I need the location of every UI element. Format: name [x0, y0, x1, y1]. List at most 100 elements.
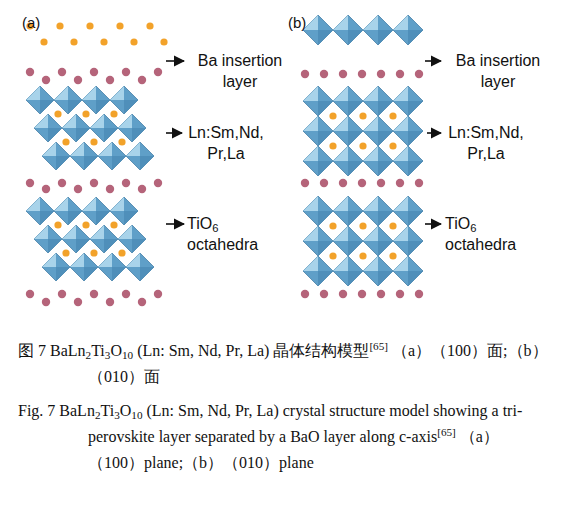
ln-atom	[359, 222, 366, 229]
layer-label: Ba insertion layer	[444, 50, 552, 92]
tio6-octahedron	[42, 142, 70, 170]
tio6-octahedron	[393, 15, 423, 45]
ba-atom	[154, 179, 162, 187]
tio6-octahedron	[393, 226, 423, 256]
ba-atom	[42, 76, 50, 84]
tio6-octahedron	[363, 86, 393, 116]
tio6-octahedron	[34, 114, 62, 142]
ba-atom	[301, 179, 309, 187]
ba-atom	[138, 298, 146, 306]
leader-arrow	[166, 132, 182, 134]
ba-atom	[415, 179, 423, 187]
tio6-octahedron	[98, 253, 126, 281]
ln-atom	[389, 142, 396, 149]
ln-atom	[56, 22, 63, 29]
ba-atom	[320, 290, 328, 298]
ba-atom	[26, 290, 34, 298]
ba-atom	[358, 290, 366, 298]
tio6-octahedron	[363, 116, 393, 146]
tio6-octahedron	[393, 196, 423, 226]
ba-atom	[339, 70, 347, 78]
ln-atom	[62, 138, 69, 145]
leader-arrow	[425, 223, 441, 225]
ba-atom	[138, 185, 146, 193]
ln-atom	[359, 252, 366, 259]
tio6-octahedron	[363, 146, 393, 176]
ba-atom	[122, 290, 130, 298]
tio6-octahedron	[303, 15, 333, 45]
ln-atom	[90, 138, 97, 145]
ln-atom	[54, 110, 61, 117]
ln-atom	[118, 249, 125, 256]
tio6-octahedron	[118, 114, 146, 142]
ba-atom	[90, 290, 98, 298]
tio6-octahedron	[70, 253, 98, 281]
tio6-octahedron	[54, 86, 82, 114]
ln-atom	[389, 252, 396, 259]
ba-atom	[26, 179, 34, 187]
ba-atom	[122, 179, 130, 187]
tio6-octahedron	[54, 197, 82, 225]
tio6-octahedron	[110, 197, 138, 225]
panel-label: (a)	[22, 14, 62, 31]
octahedra-label: TiO6 octahedra	[445, 213, 535, 255]
ln-atom	[329, 142, 336, 149]
element-label: Ln:Sm,Nd, Pr,La	[442, 122, 530, 164]
leader-arrow	[425, 60, 441, 62]
ln-atom	[86, 22, 93, 29]
ln-atom	[329, 222, 336, 229]
ba-atom	[301, 290, 309, 298]
ln-atom	[100, 38, 107, 45]
tio6-octahedron	[333, 226, 363, 256]
ba-atom	[377, 290, 385, 298]
tio6-octahedron	[62, 225, 90, 253]
tio6-octahedron	[82, 197, 110, 225]
element-label: Ln:Sm,Nd, Pr,La	[182, 122, 270, 164]
leader-arrow	[166, 60, 184, 62]
octahedra-label: TiO6 octahedra	[187, 213, 277, 255]
ln-atom	[110, 221, 117, 228]
ln-atom	[130, 38, 137, 45]
tio6-octahedron	[303, 226, 333, 256]
ba-atom	[58, 290, 66, 298]
ba-atom	[396, 179, 404, 187]
tio6-octahedron	[393, 116, 423, 146]
ba-atom	[396, 70, 404, 78]
ln-atom	[116, 22, 123, 29]
ln-atom	[146, 22, 153, 29]
leader-arrow	[166, 223, 184, 225]
chinese-caption: 图 7 BaLn2Ti3O10 (Ln: Sm, Nd, Pr, La) 晶体结…	[18, 338, 550, 390]
tio6-octahedron	[26, 86, 54, 114]
ba-atom	[74, 298, 82, 306]
tio6-octahedron	[303, 196, 333, 226]
tio6-octahedron	[303, 86, 333, 116]
english-caption: Fig. 7 BaLn2Ti3O10 (Ln: Sm, Nd, Pr, La) …	[18, 398, 550, 476]
tio6-octahedron	[26, 197, 54, 225]
ba-atom	[42, 298, 50, 306]
ba-atom	[320, 179, 328, 187]
ba-atom	[138, 76, 146, 84]
ba-atom	[106, 298, 114, 306]
ba-atom	[339, 290, 347, 298]
tio6-octahedron	[98, 142, 126, 170]
ba-atom	[74, 76, 82, 84]
ln-atom	[359, 112, 366, 119]
layer-label: Ba insertion layer	[186, 50, 294, 92]
ln-atom	[118, 138, 125, 145]
ba-atom	[106, 76, 114, 84]
leader-arrow	[427, 132, 441, 134]
ln-atom	[82, 221, 89, 228]
ba-atom	[74, 185, 82, 193]
ba-atom	[90, 68, 98, 76]
tio6-octahedron	[303, 116, 333, 146]
ba-atom	[415, 290, 423, 298]
tio6-octahedron	[42, 253, 70, 281]
ba-atom	[377, 179, 385, 187]
ba-atom	[320, 70, 328, 78]
tio6-octahedron	[333, 15, 363, 45]
ln-atom	[359, 142, 366, 149]
tio6-octahedron	[118, 225, 146, 253]
tio6-octahedron	[34, 225, 62, 253]
tio6-octahedron	[82, 86, 110, 114]
tio6-octahedron	[393, 146, 423, 176]
